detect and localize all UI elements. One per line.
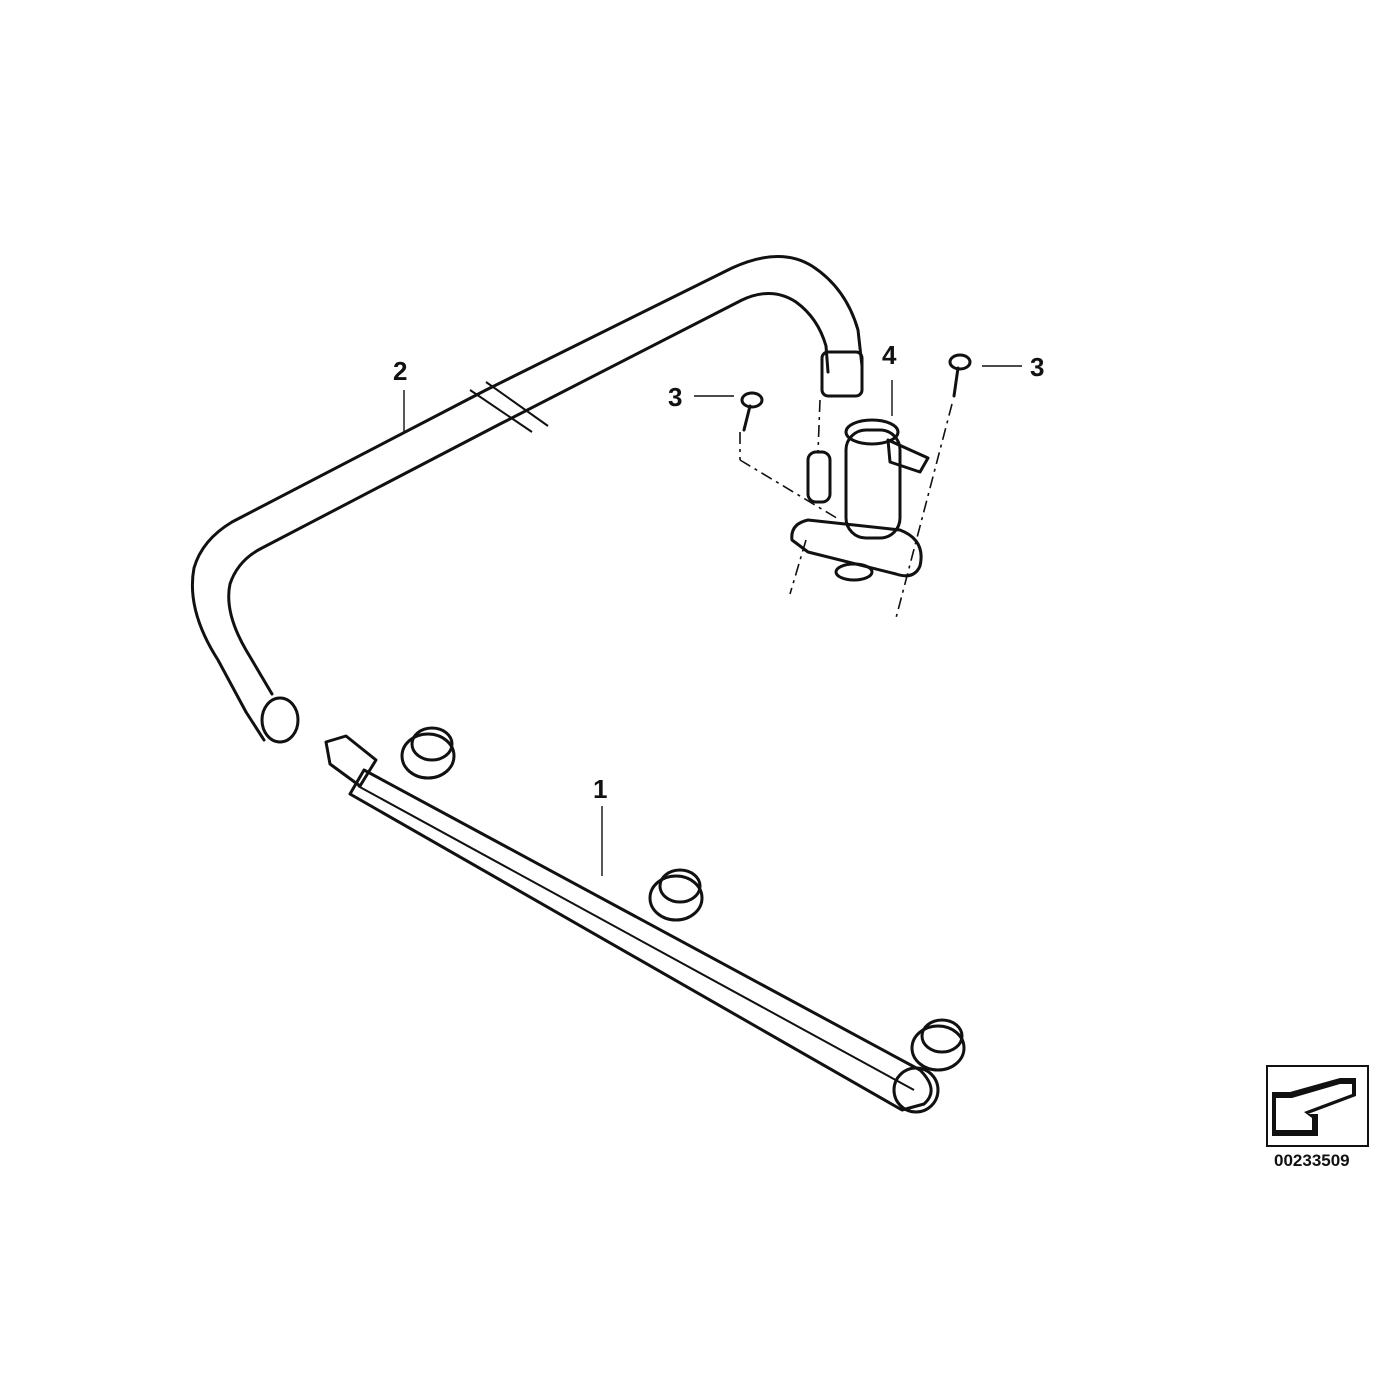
callout-2: 2 [393, 356, 407, 386]
callout-3-left: 3 [668, 382, 682, 412]
callout-3-right: 3 [1030, 352, 1044, 382]
hose-part [190, 255, 864, 744]
screw-right [948, 353, 972, 398]
catalog-number: 00233509 [1274, 1151, 1350, 1170]
valve-part [739, 399, 953, 619]
screw-left [740, 391, 764, 432]
callout-4: 4 [882, 340, 897, 370]
callout-1: 1 [593, 774, 607, 804]
catalog-badge: 00233509 [1266, 1065, 1369, 1170]
leader-lines [403, 365, 1022, 876]
arrow-icon [1272, 1078, 1356, 1136]
rail-part [324, 726, 966, 1114]
